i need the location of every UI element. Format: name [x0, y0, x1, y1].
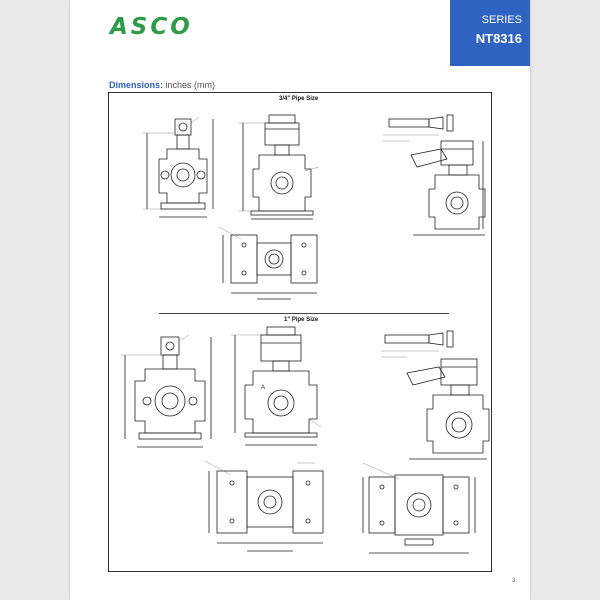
- valve-1-front-view-drawing: [121, 334, 212, 448]
- pipe-34-title: 3/4" Pipe Size: [279, 96, 319, 102]
- asco-logo: ASCO: [110, 14, 193, 40]
- dimension-drawings-frame: 3/4" Pipe Size: [108, 92, 492, 572]
- dimensions-heading: Dimensions: inches (mm): [109, 80, 215, 90]
- section-divider: [159, 313, 449, 314]
- valve-1-bottom-view-drawing: [205, 460, 324, 552]
- valve-1-conduit-view-drawing: [381, 330, 490, 460]
- series-number: NT8316: [475, 31, 522, 46]
- valve-34-front-view-drawing: [143, 116, 214, 218]
- valve-1-side-view-drawing: A: [231, 326, 322, 446]
- series-band: SERIES NT8316: [450, 0, 530, 66]
- valve-34-bottom-view-drawing: [219, 226, 318, 300]
- svg-text:A: A: [261, 385, 265, 391]
- series-label: SERIES: [481, 14, 522, 26]
- dimensions-units: inches (mm): [165, 80, 216, 90]
- datasheet-page: ASCO SERIES NT8316 Dimensions: inches (m…: [70, 0, 530, 600]
- pipe-1-title: 1" Pipe Size: [284, 317, 319, 323]
- page-number: 3: [512, 578, 516, 584]
- valve-34-conduit-view-drawing: [383, 114, 486, 236]
- dimensions-title: Dimensions:: [109, 80, 164, 90]
- valve-34-side-view-drawing: [239, 114, 320, 220]
- valve-1-bottom-view-alt-drawing: [362, 462, 476, 554]
